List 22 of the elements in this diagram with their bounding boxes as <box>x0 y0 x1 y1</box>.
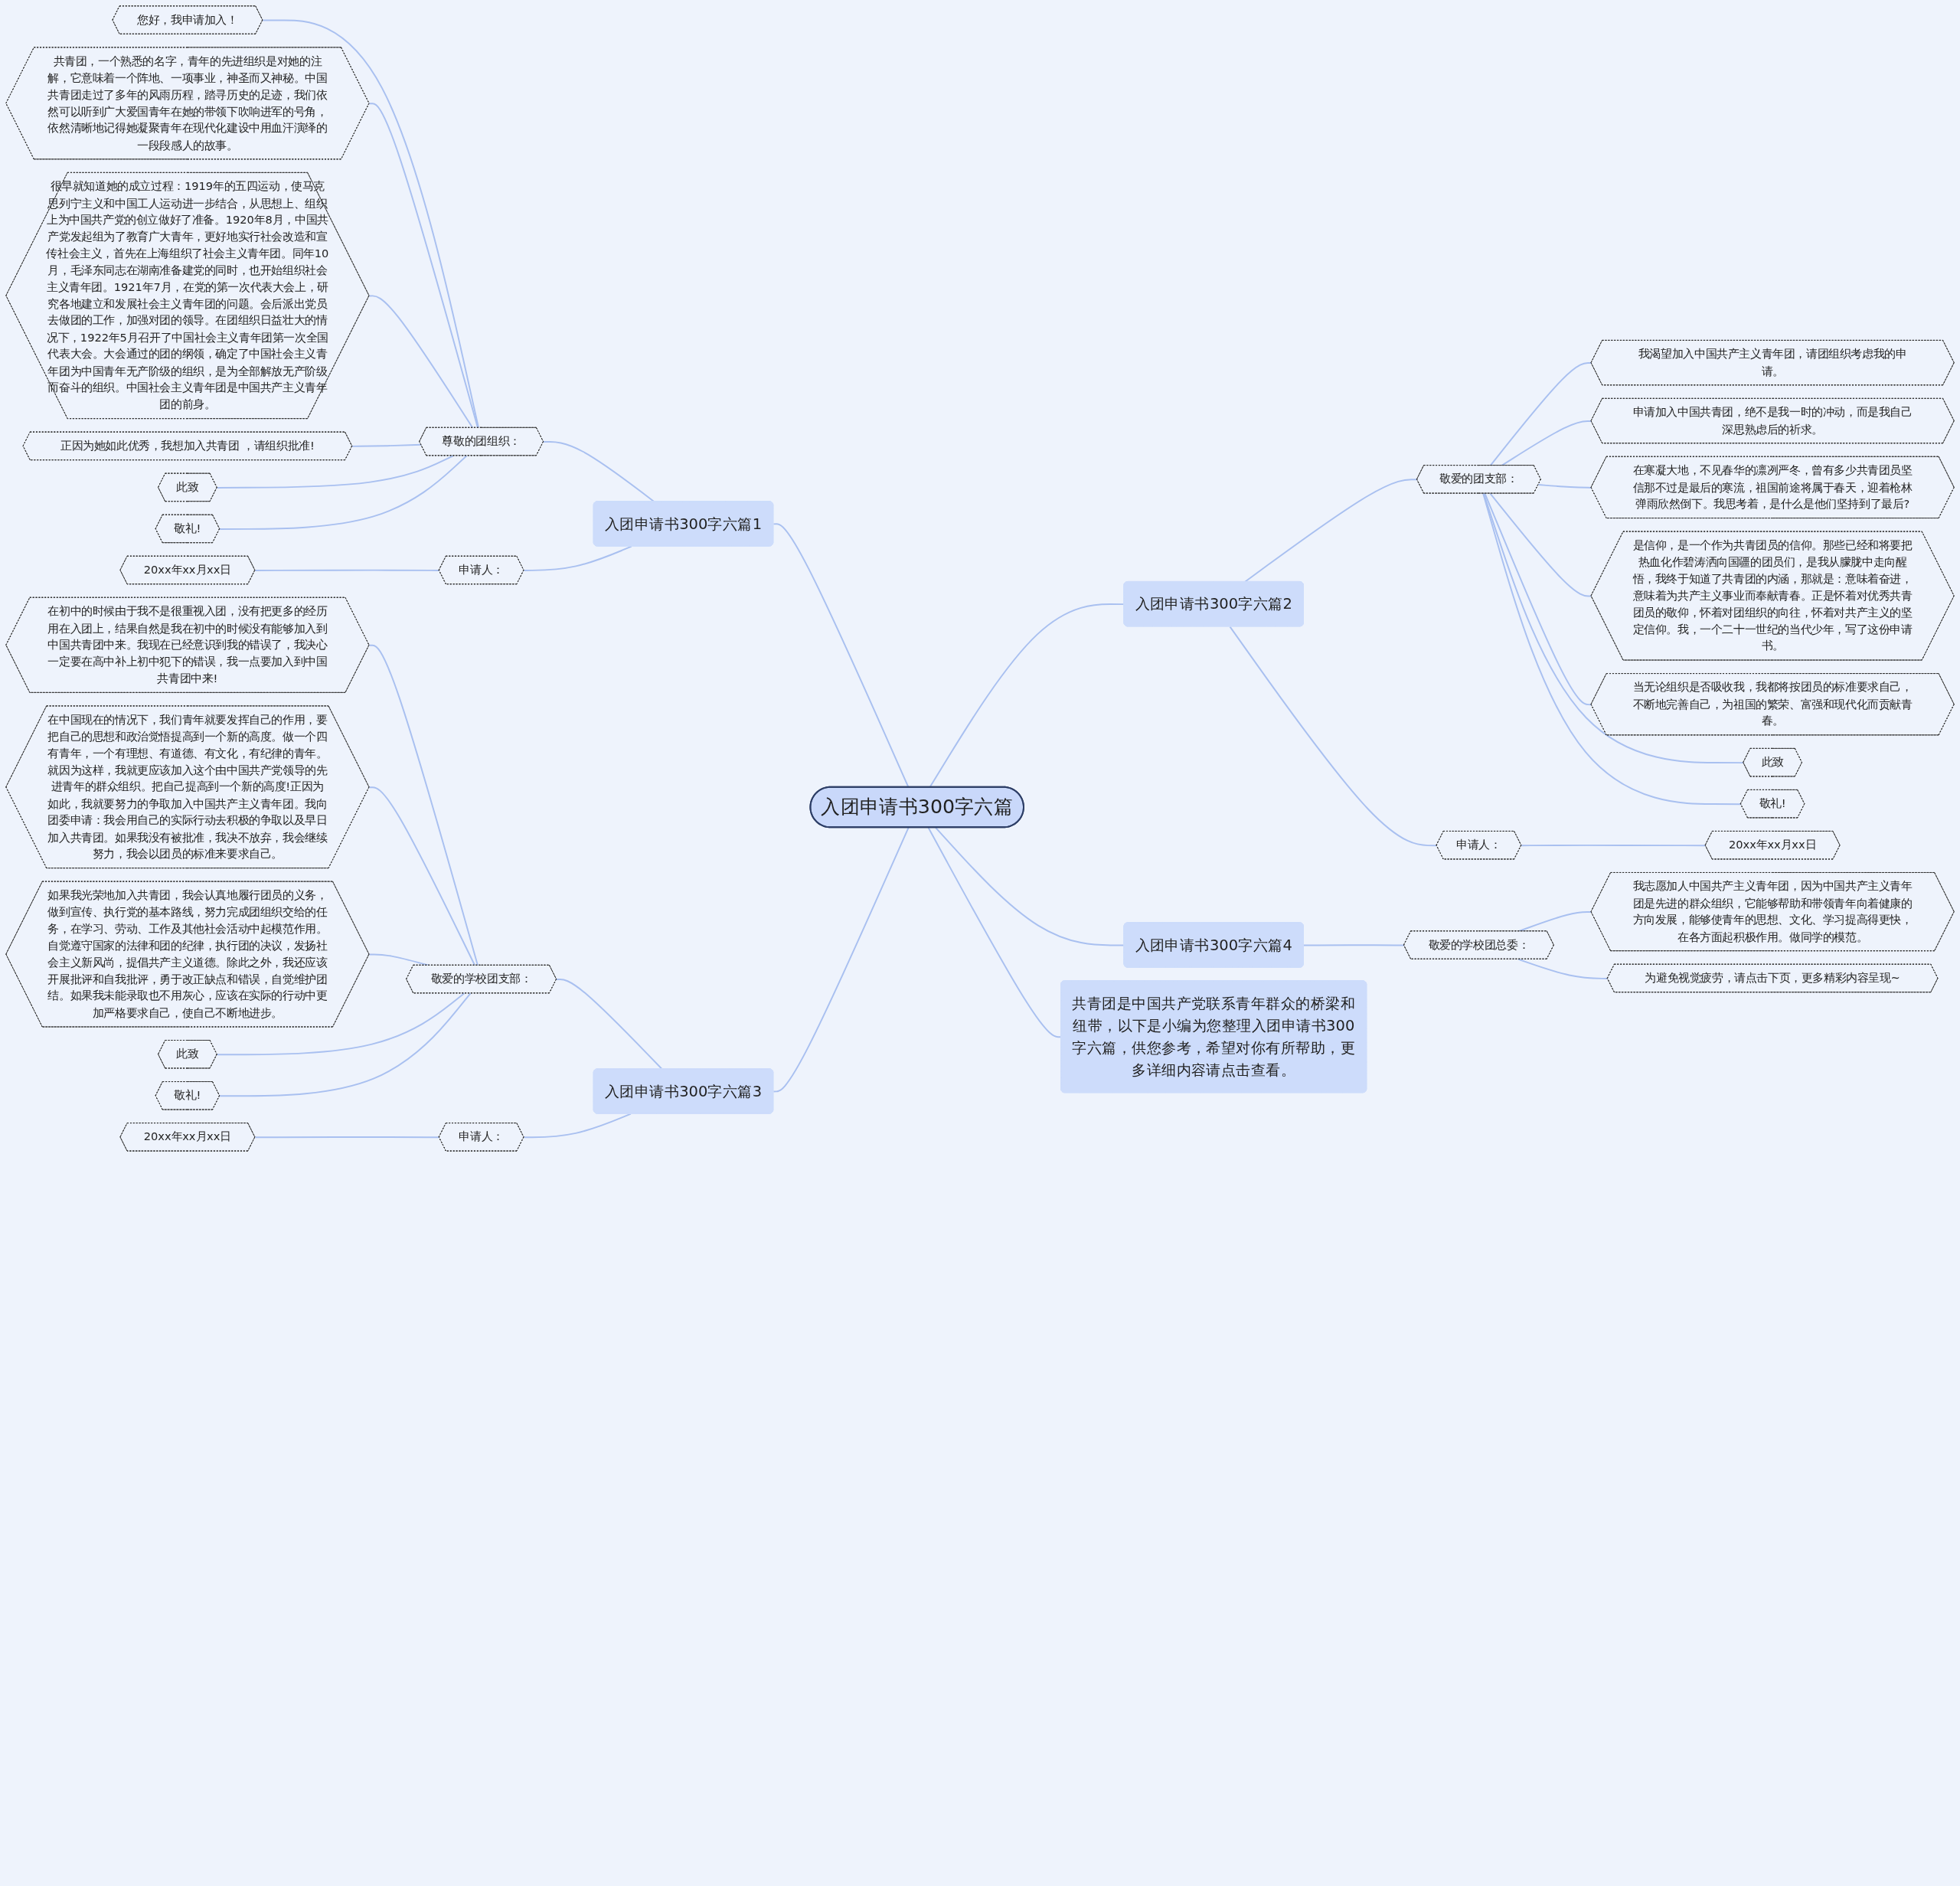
connector <box>1489 492 1592 597</box>
connector <box>368 644 479 966</box>
connector <box>773 826 910 1093</box>
connector <box>1243 479 1418 583</box>
connector <box>219 455 468 530</box>
connector <box>216 455 454 489</box>
connector <box>523 545 632 571</box>
connector <box>1517 958 1609 979</box>
connector <box>254 1136 440 1139</box>
connector <box>262 19 479 429</box>
connector <box>1537 484 1592 489</box>
connector <box>368 103 479 429</box>
connector <box>1229 626 1438 847</box>
connector <box>254 569 440 571</box>
connector <box>368 295 474 429</box>
connector <box>368 786 476 966</box>
connector <box>1521 844 1707 847</box>
connector <box>216 992 466 1056</box>
connector <box>1302 944 1405 946</box>
connector <box>219 992 472 1097</box>
connector <box>1484 492 1592 706</box>
connector <box>523 1113 632 1139</box>
